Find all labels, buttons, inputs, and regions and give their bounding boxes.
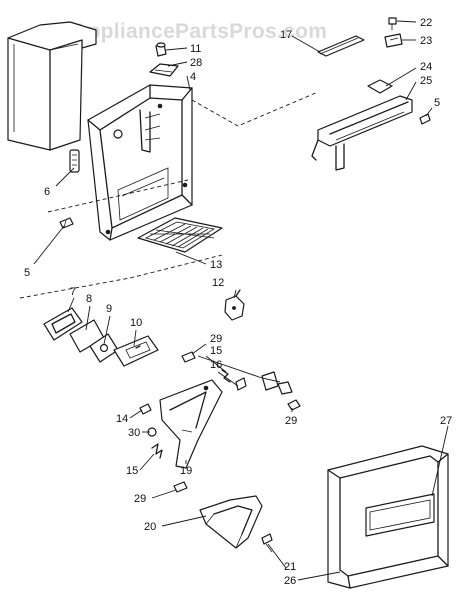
callout-13: 13	[210, 259, 222, 271]
part-12-actuator	[224, 289, 245, 321]
callout-4: 4	[190, 71, 196, 83]
watermark-text: AppliancePartsPros.com	[72, 20, 327, 43]
callout-10: 10	[130, 317, 142, 329]
part-16-pin	[235, 377, 247, 391]
part-24-bracket	[367, 79, 393, 94]
part-22-screw	[388, 17, 397, 30]
part-13-grille	[137, 217, 223, 253]
callout-23: 23	[420, 35, 432, 47]
callout-28: 28	[190, 57, 202, 69]
callout-7: 7	[70, 286, 76, 298]
part-27-display-panel	[365, 493, 435, 537]
part-5b-screw	[419, 113, 431, 125]
part-25-lever-bracket	[311, 95, 413, 171]
callout-19: 19	[180, 465, 192, 477]
callout-24: 24	[420, 61, 432, 73]
part-17-rail	[317, 35, 365, 57]
callout-29b: 29	[285, 415, 297, 427]
callout-21: 21	[284, 561, 296, 573]
callout-8: 8	[86, 293, 92, 305]
callout-17: 17	[280, 29, 292, 41]
leader-center-assembly	[19, 254, 223, 299]
part-11-bushing	[155, 42, 167, 57]
callout-9: 9	[106, 303, 112, 315]
part-20-chute	[199, 495, 263, 549]
part-right-bracket	[261, 371, 293, 395]
part-14-screw	[139, 403, 152, 415]
callout-29c: 29	[134, 493, 146, 505]
callout-labels: 11 28 4 6 5 13 12 22 23 17 24 25 5 7 8 9…	[24, 17, 452, 587]
callout-26: 26	[284, 575, 296, 587]
leader-upper-right-assembly	[191, 91, 319, 127]
callout-15a: 15	[210, 345, 222, 357]
callout-29a: 29	[210, 333, 222, 345]
callout-6: 6	[44, 186, 50, 198]
callout-27: 27	[440, 415, 452, 427]
part-23-switch	[384, 33, 403, 48]
part-29a-screw	[181, 351, 196, 363]
part-15b-spring	[151, 443, 163, 459]
part-liner-box	[7, 21, 97, 151]
part-10-housing	[113, 335, 159, 367]
callout-14: 14	[116, 413, 128, 425]
callout-22: 22	[420, 17, 432, 29]
part-7-frame	[43, 307, 83, 341]
part-15a-spring	[221, 369, 231, 383]
callout-15b: 15	[126, 465, 138, 477]
part-4-housing	[87, 84, 193, 241]
leader-left-assembly	[47, 179, 189, 213]
part-28-bracket	[149, 63, 179, 77]
callout-5b: 5	[434, 97, 440, 109]
callout-25: 25	[420, 75, 432, 87]
part-19-lever	[159, 379, 223, 469]
callout-5a: 5	[24, 267, 30, 279]
callout-11: 11	[190, 43, 201, 55]
part-5a-screw	[59, 217, 74, 229]
part-6-clip	[69, 149, 80, 173]
leader-lines	[33, 20, 449, 581]
part-29b-screw	[287, 399, 301, 411]
part-21-screw	[261, 533, 273, 553]
callout-20: 20	[144, 521, 156, 533]
callout-12: 12	[212, 277, 224, 289]
callout-16: 16	[210, 359, 222, 371]
part-29c-screw	[173, 481, 188, 493]
callout-30: 30	[128, 427, 140, 439]
